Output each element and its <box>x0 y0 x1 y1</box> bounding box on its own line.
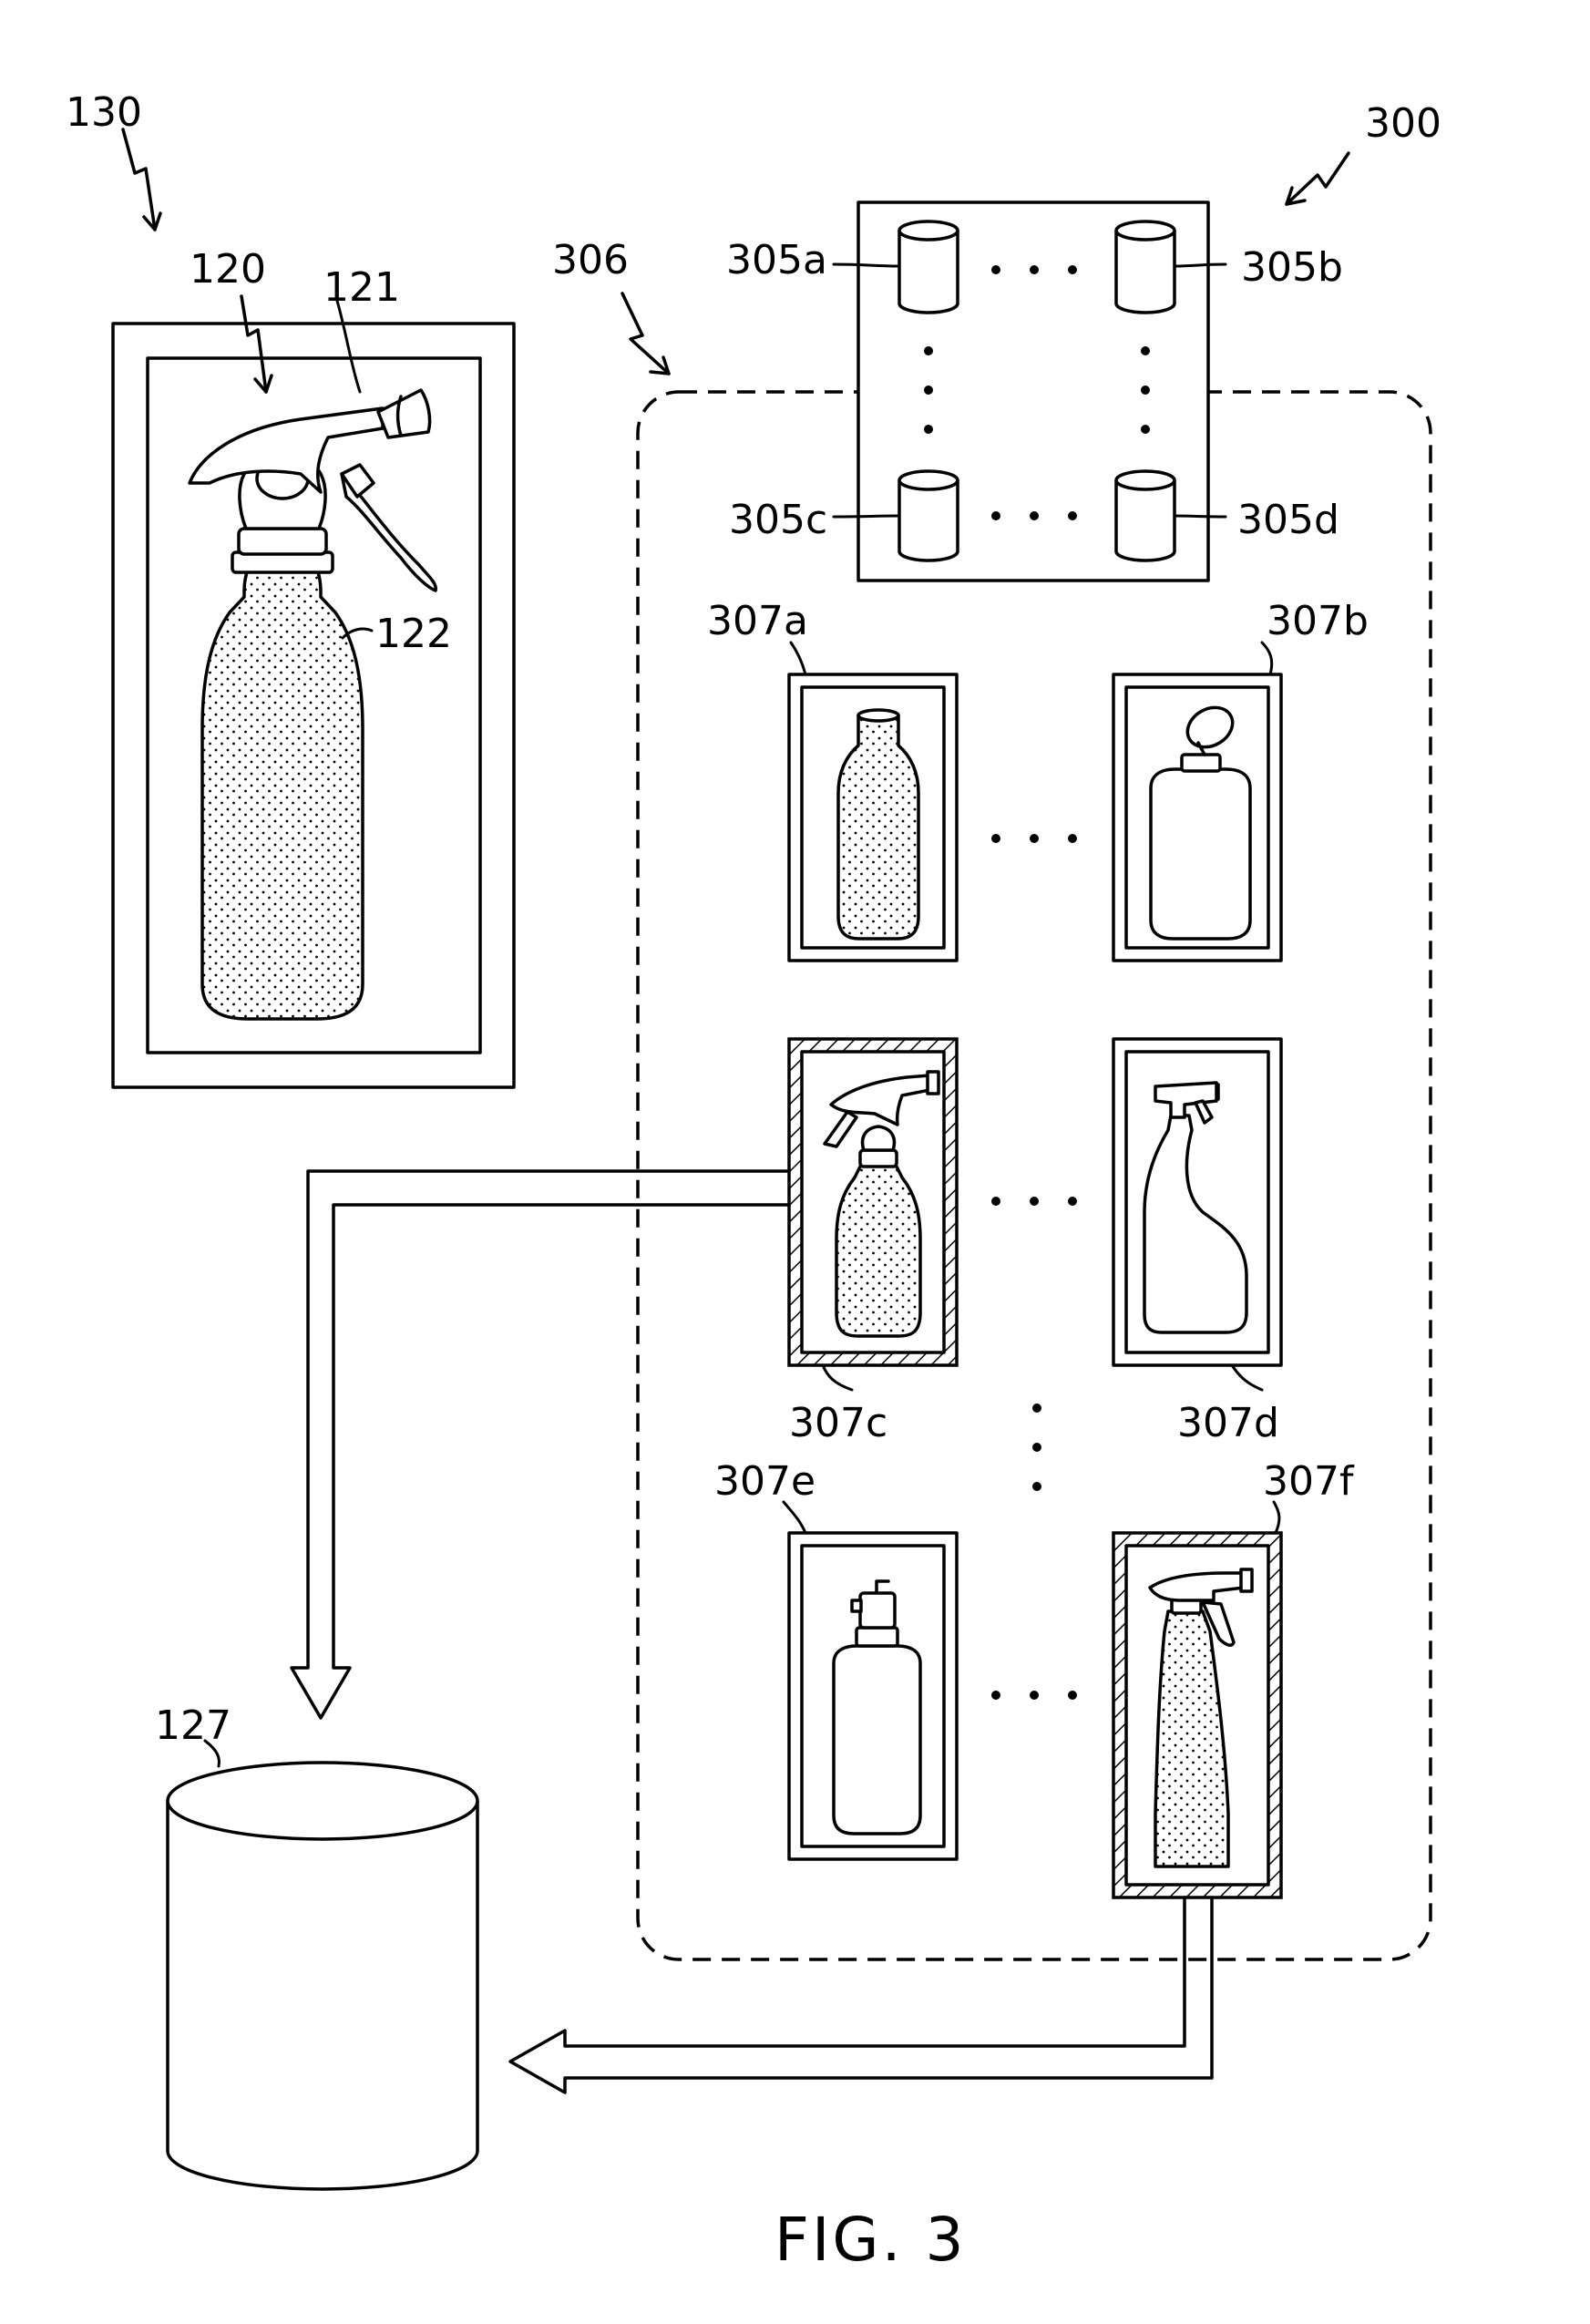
arrow-120 <box>241 296 266 392</box>
result-tile-307b <box>1113 674 1281 961</box>
flow-arrow-307f-to-127 <box>510 1897 1212 2093</box>
ref-307e: 307e <box>714 1458 816 1505</box>
trigger-spray-bottle-icon <box>1144 1083 1246 1332</box>
result-tile-307f <box>1113 1533 1281 1897</box>
ref-121: 121 <box>323 264 400 311</box>
database-305b-icon <box>1116 221 1175 313</box>
query-image-130: 130 120 121 122 <box>66 89 514 1087</box>
ref-305d: 305d <box>1237 497 1339 543</box>
ref-305c: 305c <box>729 497 827 543</box>
ref-307c: 307c <box>789 1400 887 1446</box>
query-spray-bottle-icon <box>190 390 436 1019</box>
ref-120: 120 <box>190 246 266 293</box>
repository-127-icon <box>168 1763 477 2189</box>
ref-127: 127 <box>155 1702 231 1749</box>
database-305a-icon <box>899 221 958 313</box>
ref-300: 300 <box>1365 100 1441 147</box>
ref-307f: 307f <box>1263 1458 1355 1505</box>
ref-130: 130 <box>66 89 142 136</box>
flip-cap-bottle-icon <box>1151 700 1250 939</box>
result-tile-307a <box>789 674 957 961</box>
arrow-130 <box>123 129 155 230</box>
result-tile-307d <box>1113 1039 1281 1365</box>
result-tile-307e <box>789 1533 957 1859</box>
ref-122: 122 <box>375 611 452 657</box>
database-panel-300: 305a 305b 305c 305d 300 <box>726 100 1441 581</box>
leader-121 <box>337 301 360 392</box>
ref-305a: 305a <box>726 237 827 283</box>
ref-307a: 307a <box>707 598 808 644</box>
database-305c-icon <box>899 471 958 560</box>
flow-arrow-307c-to-127 <box>292 1171 789 1718</box>
tile-ellipsis-dots <box>991 834 1077 1700</box>
ref-307d: 307d <box>1177 1400 1279 1446</box>
bottle-icon <box>838 715 918 939</box>
arrow-300 <box>1287 153 1349 204</box>
result-tile-307c <box>789 1039 957 1365</box>
arrow-306 <box>622 293 669 374</box>
ref-305b: 305b <box>1241 244 1343 291</box>
ref-306: 306 <box>552 237 629 283</box>
database-305d-icon <box>1116 471 1175 560</box>
ref-307b: 307b <box>1267 598 1369 644</box>
pump-spray-bottle-icon <box>834 1581 920 1834</box>
figure-caption: FIG. 3 <box>774 2205 967 2275</box>
